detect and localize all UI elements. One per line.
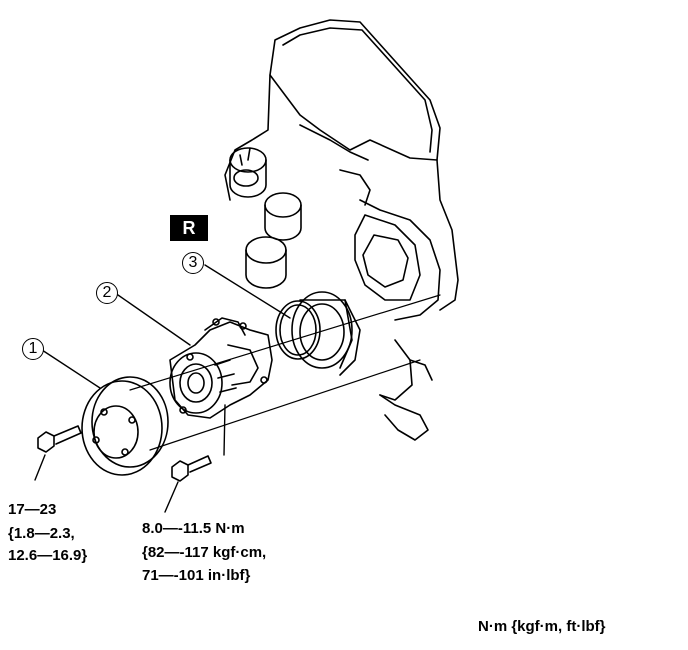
engine-block xyxy=(224,19,459,441)
callout-2: 2 xyxy=(96,282,118,304)
water-pump xyxy=(169,317,273,419)
engine-bosses xyxy=(229,147,302,289)
callout-3: 3 xyxy=(182,252,204,274)
callout-1: 1 xyxy=(22,338,44,360)
alignment-lines xyxy=(129,294,441,451)
torque-pulley-line2: {1.8—2.3, xyxy=(8,525,75,542)
replace-badge: R xyxy=(170,215,208,241)
torque-pulley-line3: 12.6—16.9} xyxy=(8,547,88,564)
o-ring xyxy=(275,300,321,360)
torque-pump-line3: 71—-101 in·lbf} xyxy=(142,567,251,584)
torque-pump-line1: 8.0—-11.5 N·m xyxy=(142,520,245,537)
pump-seat xyxy=(291,291,353,369)
pulley-bolt xyxy=(37,425,82,453)
pulley xyxy=(81,376,169,476)
torque-pump-line2: {82—-117 kgf·cm, xyxy=(142,544,267,561)
torque-pulley-line1: 17—23 xyxy=(8,501,57,518)
leader-lines xyxy=(34,264,291,513)
units-note: N·m {kgf·m, ft·lbf} xyxy=(478,618,606,635)
pump-bolt xyxy=(171,455,212,482)
